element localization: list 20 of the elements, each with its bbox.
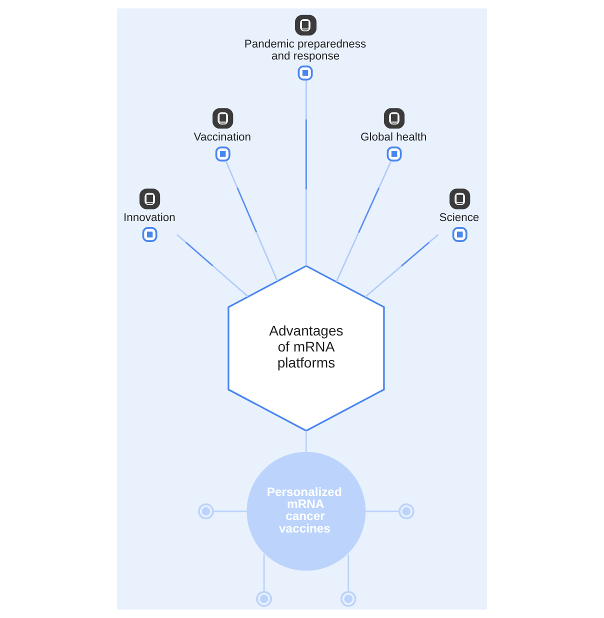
connector — [176, 234, 248, 298]
connector — [348, 554, 350, 592]
node-circle — [198, 503, 214, 520]
node-label: Global health — [360, 131, 427, 144]
node-circle — [340, 590, 356, 607]
node-label: Science — [439, 212, 480, 224]
node-label: Vaccination — [194, 131, 252, 144]
connector — [336, 161, 392, 282]
connector — [365, 510, 400, 512]
node-label: Innovation — [124, 212, 176, 224]
connector — [305, 80, 307, 266]
connector — [263, 554, 265, 592]
node-circle: Personalized mRNA cancer vaccines — [246, 452, 366, 571]
connector — [364, 234, 439, 298]
connector — [225, 161, 278, 282]
connector — [213, 510, 247, 512]
node-label: Pandemic preparedness and response — [244, 38, 366, 62]
connector — [305, 430, 307, 452]
node-circle — [256, 590, 272, 607]
node-circle — [398, 503, 414, 520]
